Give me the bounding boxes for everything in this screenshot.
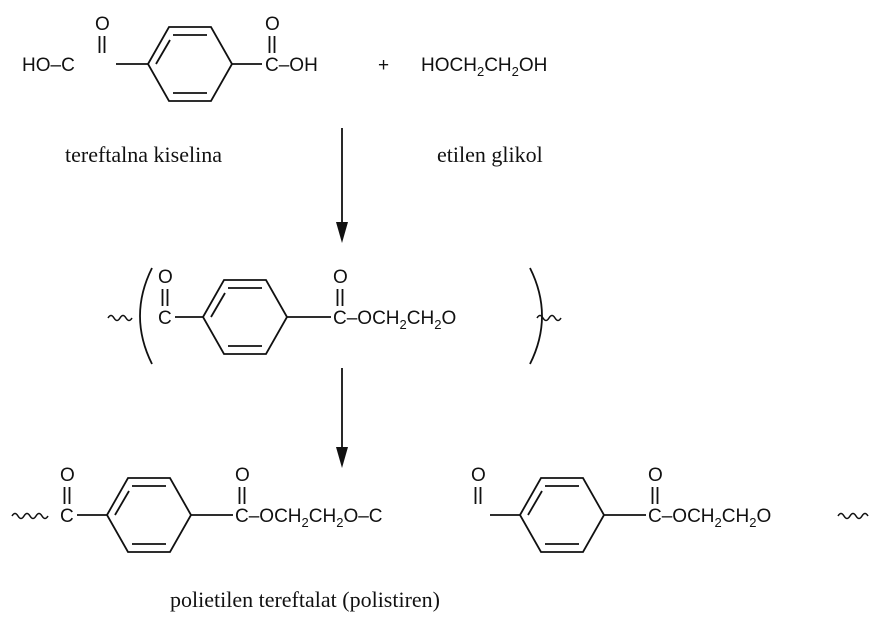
chain-wave-right <box>536 314 562 322</box>
chain-wave-left <box>11 512 49 520</box>
ester-ethylene-chain-1: C–OCH2CH2O–C <box>235 506 383 530</box>
carbon-1: C <box>60 506 74 527</box>
carbonyl-oxygen-4: O <box>648 465 663 486</box>
terephthalic-acid-structure: O HO–C O C–OH <box>22 14 318 102</box>
reaction-arrow-1 <box>336 128 348 243</box>
carbon-left: C <box>158 308 172 329</box>
ring1-inner-bond-left <box>114 490 130 516</box>
ester-ethylene-chain-2: C–OCH2CH2O <box>648 506 771 530</box>
chain-wave-right <box>837 512 869 520</box>
plus-sign: + <box>378 55 389 76</box>
chain-wave-left <box>107 314 133 322</box>
reaction-arrow-2 <box>336 368 348 468</box>
carbonyl-oxygen-2: O <box>235 465 250 486</box>
polymer-name-label: polietilen tereftalat (polistiren) <box>170 587 440 612</box>
ester-ethylene-chain: C–OCH2CH2O <box>333 308 456 332</box>
benzene-ring-1 <box>105 477 193 553</box>
ring-inner-bond-left <box>155 39 171 65</box>
terephthalic-acid-label: tereftalna kiselina <box>65 142 222 167</box>
carbonyl-oxygen-3: O <box>471 465 486 486</box>
ethylene-glycol-formula: HOCH2CH2OH <box>421 55 547 79</box>
ethylene-glycol-label: etilen glikol <box>437 142 543 167</box>
ring2-inner-bond-left <box>527 490 543 516</box>
carbonyl-oxygen-left: O <box>158 267 173 288</box>
ring-inner-bond-left <box>210 292 226 318</box>
repeat-unit-structure: O C O C–OCH2CH2O <box>107 267 562 365</box>
carboxyl-hydroxyl-right: C–OH <box>265 55 318 76</box>
hydroxyl-carboxyl-left: HO–C <box>22 55 75 76</box>
benzene-ring-2 <box>518 477 606 553</box>
parenthesis-left <box>139 267 153 365</box>
benzene-ring <box>146 26 234 102</box>
benzene-ring <box>201 279 289 355</box>
polymer-chain-structure: O C O C–OCH2CH2O–C O O C–OCH2CH2O <box>11 465 869 553</box>
carbonyl-oxygen-1: O <box>60 465 75 486</box>
carbonyl-oxygen-right: O <box>265 14 280 35</box>
carbonyl-oxygen-right: O <box>333 267 348 288</box>
carbonyl-oxygen-left: O <box>95 14 110 35</box>
